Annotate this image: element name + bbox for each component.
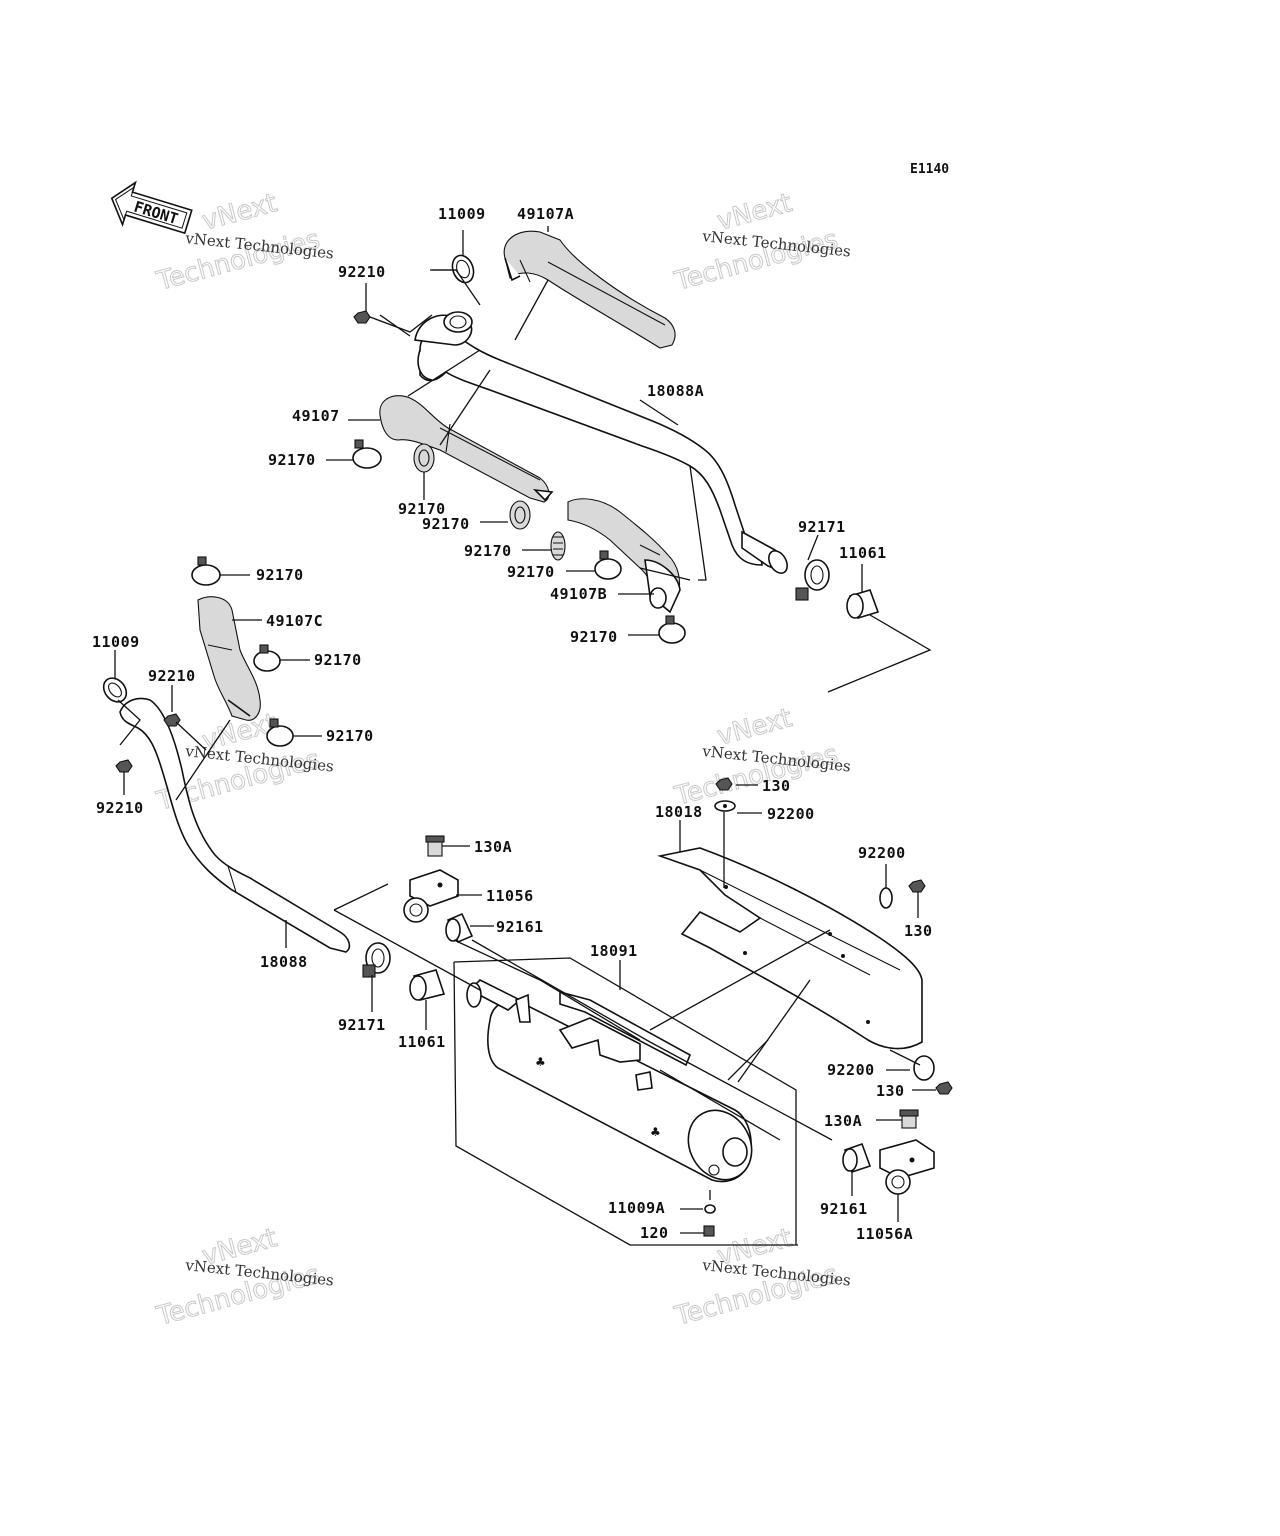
part-number-label: 11061 — [839, 544, 887, 562]
part-number-label: 130A — [474, 838, 512, 856]
bolt-130-right-icon — [908, 879, 926, 893]
washer-92200-top-icon — [714, 800, 736, 812]
muffler-logo-icon: ♣ — [650, 1125, 661, 1139]
leader-lines — [114, 226, 936, 1246]
clamp-92170-d-icon — [550, 531, 566, 561]
bolt-130A-right-icon — [899, 1109, 919, 1129]
heat-cover-49107A — [503, 230, 676, 349]
part-number-label: 18018 — [655, 803, 703, 821]
clamp-92170-b-icon — [413, 443, 435, 473]
bracket-11056 — [403, 869, 459, 923]
part-number-label: 92170 — [398, 500, 446, 518]
part-number-label: 11009 — [92, 633, 140, 651]
part-number-label: 92171 — [338, 1016, 386, 1034]
watermark-bottom-left: vNext Technologies vNext Technologies — [153, 1223, 335, 1333]
bushing-92161-right-icon — [842, 1142, 872, 1174]
watermark-vnext-text: vNext — [199, 188, 280, 237]
part-number-label: 92170 — [314, 651, 362, 669]
sleeve-11061-low-icon — [409, 969, 446, 1001]
watermark-mid-right: vNext Technologies vNext Technologies — [671, 703, 852, 813]
clamp-92170-f-icon — [658, 615, 686, 644]
part-number-label: 11009 — [438, 205, 486, 223]
part-number-label: 92170 — [464, 542, 512, 560]
watermark-top-right: vNext Technologies vNext Technologies — [671, 188, 852, 298]
part-number-label: 92170 — [507, 563, 555, 581]
heat-guard-18018 — [656, 847, 923, 1050]
part-number-label: 92170 — [326, 727, 374, 745]
clamp-92171-top-icon — [795, 559, 830, 601]
part-number-label: 92200 — [827, 1061, 875, 1079]
part-number-label: 92161 — [820, 1200, 868, 1218]
part-labels: 11009 49107A 92210 18088A 49107 92170 92… — [92, 205, 933, 1243]
part-number-label: 92170 — [256, 566, 304, 584]
part-number-label: 120 — [640, 1224, 669, 1242]
washer-92200-low-icon — [913, 1055, 935, 1081]
part-number-label: 92210 — [148, 667, 196, 685]
watermark-top-left: vNext Technologies vNext Technologies — [153, 188, 335, 298]
bushing-92161-left-icon — [445, 912, 474, 944]
gasket-11009-left — [102, 677, 128, 703]
part-number-label: 11056A — [856, 1225, 913, 1243]
nut-92210-top-icon — [353, 310, 371, 324]
clamp-92171-low-icon — [362, 942, 391, 978]
part-number-label: 49107A — [517, 205, 574, 223]
part-number-label: 18088A — [647, 382, 704, 400]
diagram-code: E1140 — [910, 162, 949, 177]
part-number-label: 92171 — [798, 518, 846, 536]
heat-cover-49107 — [379, 395, 554, 503]
bolt-130A-left-icon — [425, 835, 445, 857]
front-arrow-icon: FRONT — [110, 180, 193, 235]
clamp-92170-c-icon — [509, 500, 531, 530]
bolt-130-top-icon — [715, 777, 733, 791]
muffler-18091: ♣ ♣ — [466, 979, 753, 1183]
head-pipe-18088A — [414, 311, 788, 574]
bracket-11056A — [879, 1139, 935, 1195]
part-number-label: 92200 — [767, 805, 815, 823]
part-number-label: 49107C — [266, 612, 323, 630]
part-number-label: 92161 — [496, 918, 544, 936]
heat-cover-49107C — [197, 596, 261, 721]
part-number-label: 130 — [904, 922, 933, 940]
clamp-92170-h-icon — [253, 644, 281, 672]
clamp-92170-e-icon — [594, 550, 622, 580]
part-number-label: 92210 — [96, 799, 144, 817]
part-number-label: 130 — [876, 1082, 905, 1100]
heat-cover-49107B — [567, 498, 681, 614]
gasket-11009-top — [451, 254, 475, 284]
clamp-92170-a-icon — [352, 439, 382, 469]
part-number-label: 18088 — [260, 953, 308, 971]
part-number-label: 92170 — [570, 628, 618, 646]
sleeve-11061-top-icon — [846, 589, 880, 619]
part-number-label: 92170 — [268, 451, 316, 469]
part-number-label: 11056 — [486, 887, 534, 905]
clamp-92170-i-icon — [266, 718, 294, 747]
watermark-bottom-right: vNext Technologies vNext Technologies — [671, 1223, 852, 1333]
part-number-label: 18091 — [590, 942, 638, 960]
part-number-label: 11061 — [398, 1033, 446, 1051]
part-number-label: 49107B — [550, 585, 607, 603]
part-number-label: 92200 — [858, 844, 906, 862]
gasket-11009A-icon — [704, 1204, 716, 1214]
bolt-130-low-icon — [935, 1081, 953, 1095]
bolt-120-icon — [703, 1225, 715, 1237]
part-number-label: 11009A — [608, 1199, 665, 1217]
clamp-92170-g-icon — [191, 556, 221, 586]
part-number-label: 92170 — [422, 515, 470, 533]
nut-92210-mid-icon — [163, 713, 181, 727]
nut-92210-low-icon — [115, 759, 133, 773]
head-pipe-18088 — [119, 697, 351, 953]
part-number-label: 130 — [762, 777, 791, 795]
part-number-label: 92210 — [338, 263, 386, 281]
washer-92200-right-icon — [879, 887, 893, 909]
part-number-label: 49107 — [292, 407, 340, 425]
muffler-logo-icon: ♣ — [535, 1055, 546, 1069]
part-number-label: 130A — [824, 1112, 862, 1130]
